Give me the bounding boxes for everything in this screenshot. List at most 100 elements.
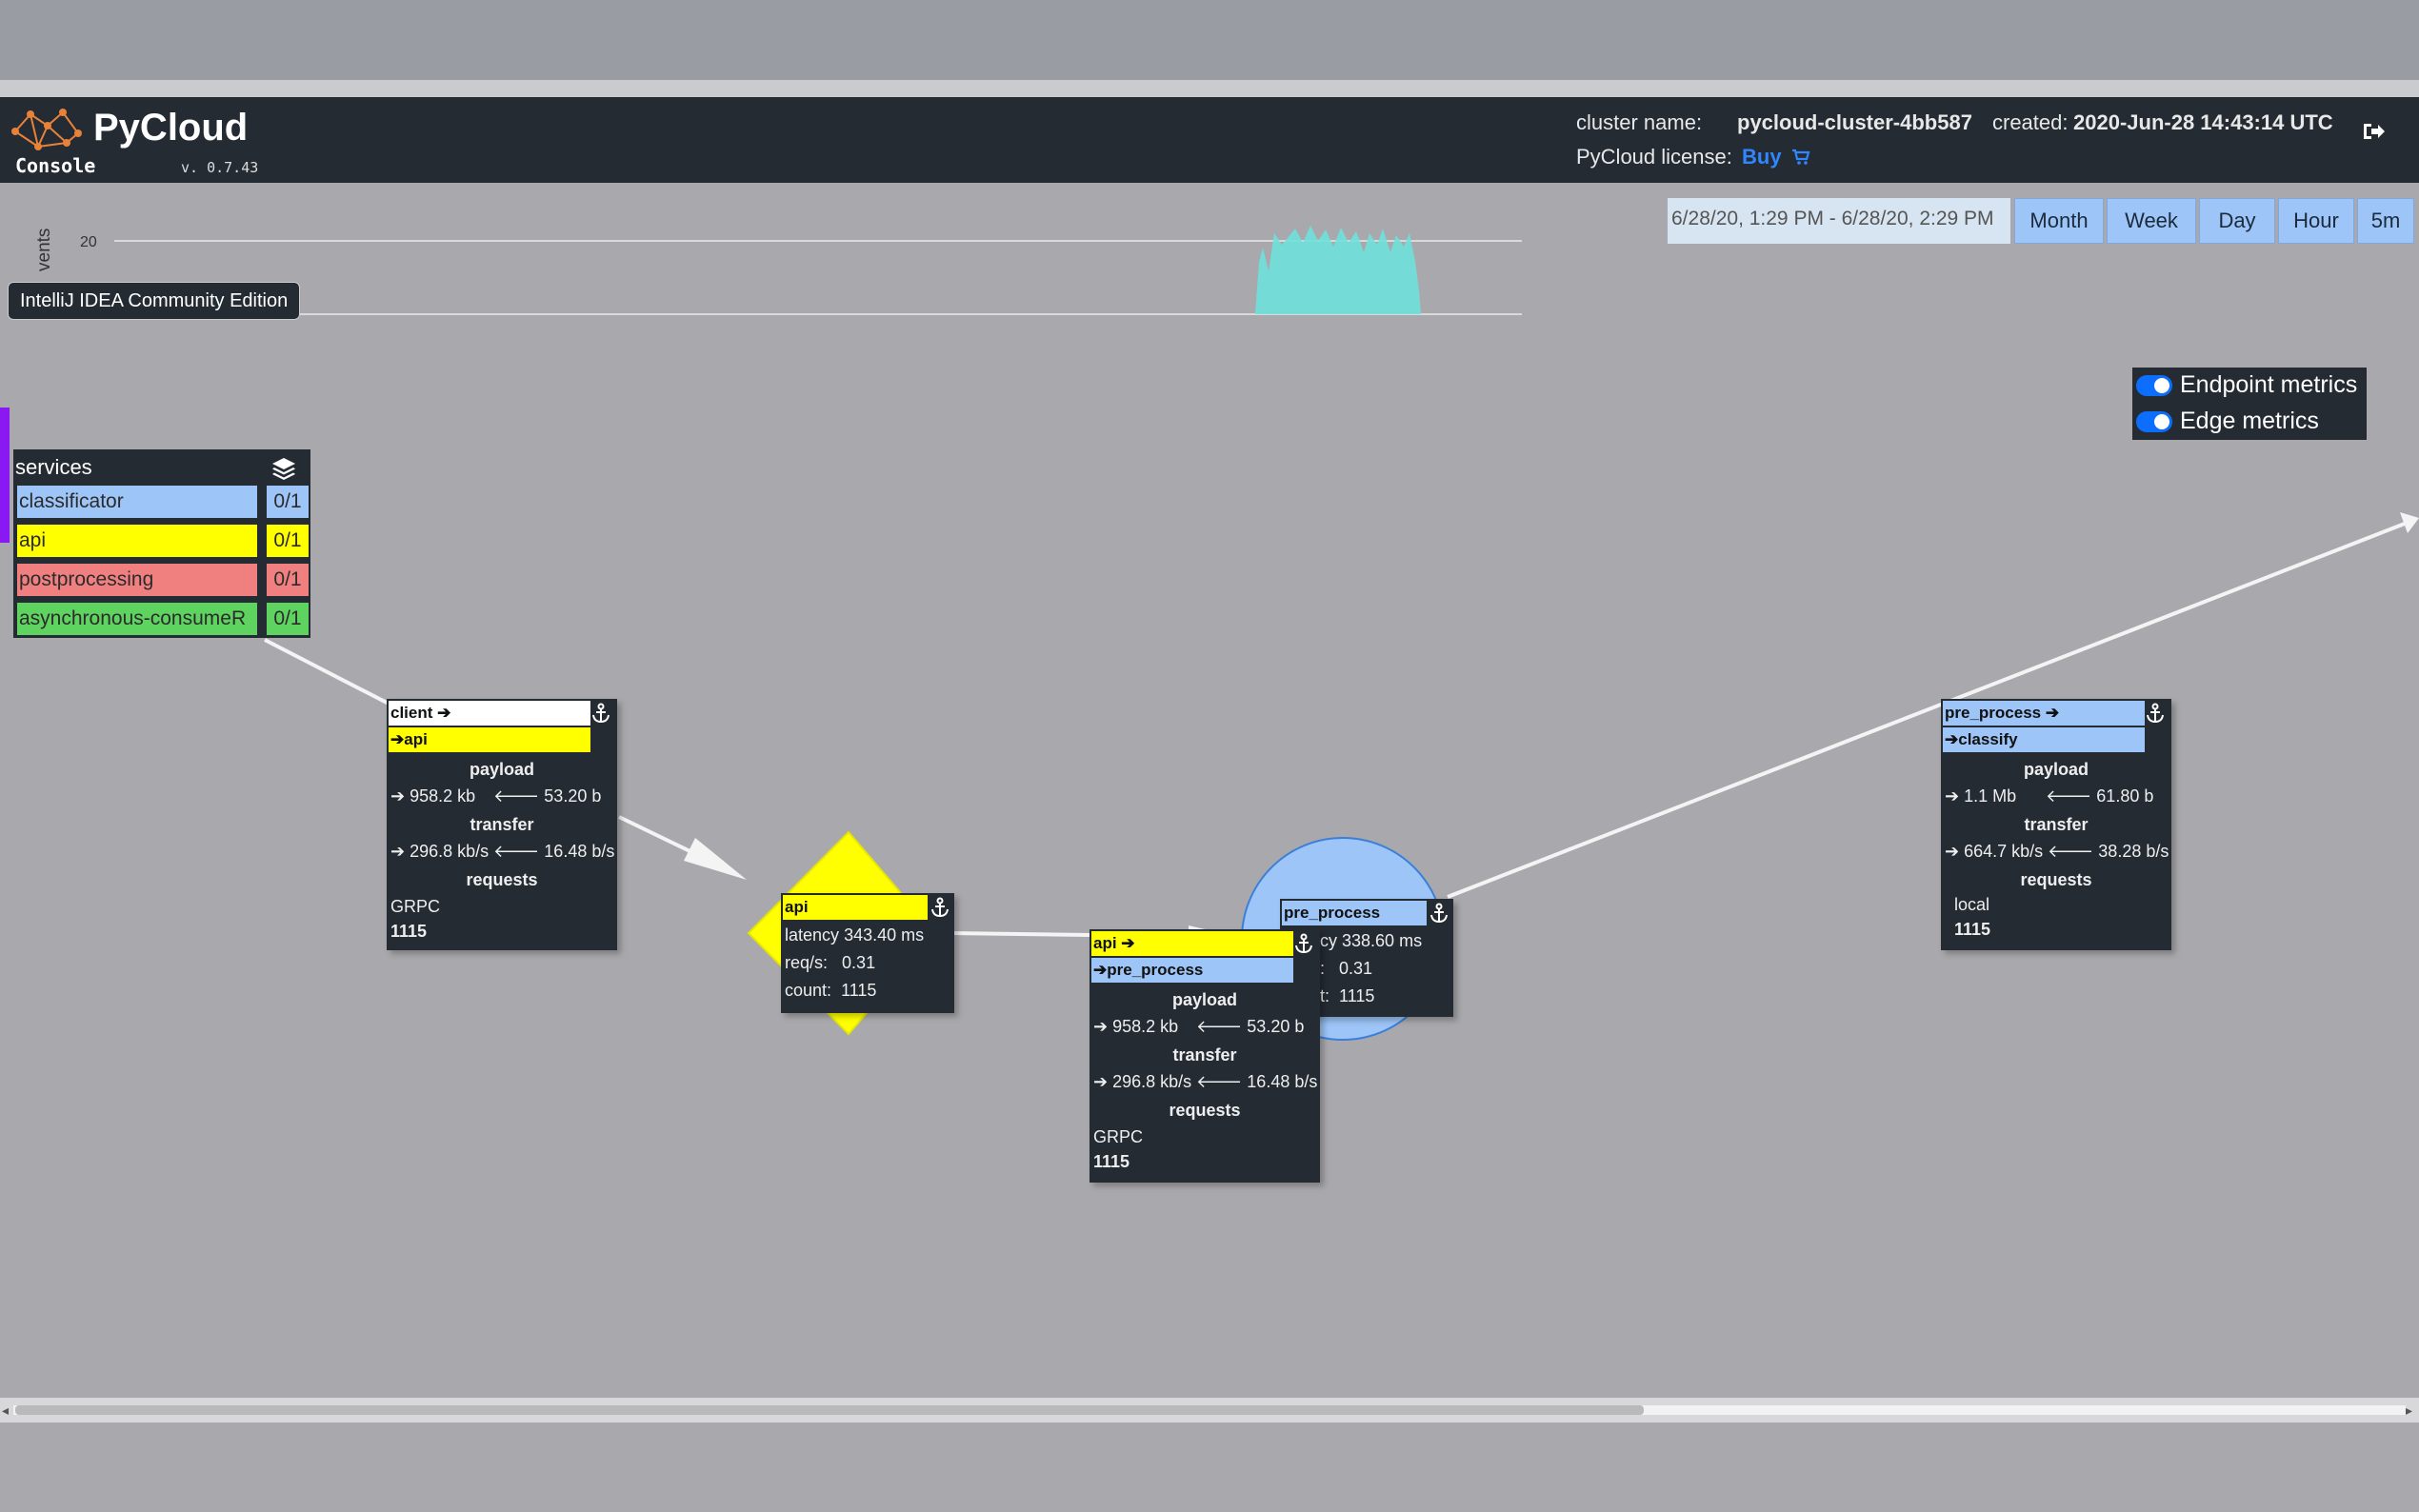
range-week-button[interactable]: Week [2107,198,2196,244]
transfer-out-value: 296.8 kb/s [410,842,490,861]
buy-license-link[interactable]: Buy [1742,145,1810,169]
events-area [1255,226,1421,314]
payload-in: 🡐 61.80 b [2046,786,2153,806]
requests-heading: requests [1169,1101,1241,1120]
count-label: t: [1320,986,1330,1005]
edge-metrics-switch[interactable] [2136,411,2172,432]
side-accent-bar [0,408,10,543]
edge-from-header: client ➔ [389,701,590,726]
payload-in-value: 53.20 b [1247,1017,1305,1036]
service-name[interactable]: asynchronous-consumeR [17,603,257,635]
network-logo-icon [11,109,82,150]
count-row: t: 1115 [1320,986,1374,1006]
edge-card-client-api[interactable]: client ➔ ➔api payload ➔ 958.2 kb 🡐 53.20… [387,699,617,950]
created-value: 2020-Jun-28 14:43:14 UTC [2073,110,2333,134]
top-divider [0,80,2419,97]
request-count: 1115 [390,922,428,941]
service-row[interactable]: asynchronous-consumeR 0/1 [17,603,309,637]
range-5m-button[interactable]: 5m [2357,198,2414,244]
edge-metrics-label: Edge metrics [2180,408,2319,434]
payload-out-value: 958.2 kb [410,786,476,806]
events-mini-chart: vents 20 [34,226,1522,315]
edge-card-pre-process-classify[interactable]: pre_process ➔ ➔classify payload ➔ 1.1 Mb… [1941,699,2171,950]
request-count: 1115 [1954,920,1991,939]
reqs-value: 0.31 [1339,959,1373,978]
anchor-icon[interactable] [1429,903,1449,924]
payload-out-value: 1.1 Mb [1964,786,2017,806]
horizontal-scrollbar[interactable]: ◂ ▸ [0,1398,2419,1422]
count-label: count: [785,981,832,1000]
latency-label: latency [785,925,840,945]
protocol-label: GRPC [1093,1127,1144,1146]
transfer-heading: transfer [470,815,534,834]
requests-heading: requests [466,870,538,889]
scroll-thumb[interactable] [15,1405,1644,1415]
anchor-icon[interactable] [2145,703,2166,724]
anchor-icon[interactable] [930,897,950,918]
scroll-right-icon[interactable]: ▸ [2406,1403,2413,1418]
edge-to-label: pre_process [1107,961,1204,979]
arrow-right-icon: ➔ [390,842,406,861]
service-row[interactable]: api 0/1 [17,525,309,559]
payload-in-value: 61.80 b [2096,786,2154,806]
bottom-area [0,1422,2419,1512]
services-panel: services classificator 0/1 api 0/1 postp… [13,449,310,638]
requests-heading: requests [2020,870,2092,889]
chart-ylabel: vents [34,229,54,271]
chart-ytick-20: 20 [80,234,97,250]
service-name[interactable]: api [17,525,257,557]
endpoint-metrics-toggle[interactable]: Endpoint metrics [2132,369,2367,404]
service-row[interactable]: postprocessing 0/1 [17,564,309,598]
edge-to-label: classify [1958,730,2018,748]
cluster-name-value: pycloud-cluster-4bb587 [1737,110,1972,134]
arrow-right-icon: ➔ [1945,730,1959,748]
scroll-left-icon[interactable]: ◂ [2,1403,10,1418]
latency-value: 343.40 ms [844,925,925,945]
service-name[interactable]: postprocessing [17,564,257,596]
service-name[interactable]: classificator [17,486,257,518]
payload-heading: payload [2023,760,2089,779]
arrow-right-icon: ➔ [1945,842,1960,861]
edge-arrow-pre-classify [2400,512,2419,533]
protocol-label: local [1954,895,1990,914]
range-hour-button[interactable]: Hour [2278,198,2354,244]
brand-name: PyCloud [93,107,249,149]
range-month-button[interactable]: Month [2014,198,2104,244]
payload-heading: payload [469,760,535,779]
edge-from-label: pre_process [1945,704,2042,722]
date-range-display[interactable]: 6/28/20, 1:29 PM - 6/28/20, 2:29 PM [1668,198,2010,244]
count-value: 1115 [841,981,877,1000]
edge-metrics-toggle[interactable]: Edge metrics [2132,406,2367,440]
edge-to-header: ➔pre_process [1091,958,1293,983]
transfer-out: ➔ 664.7 kb/s [1945,842,2043,862]
anchor-icon[interactable] [1293,933,1314,954]
transfer-in: 🡐 38.28 b/s [2048,842,2169,862]
range-day-button[interactable]: Day [2199,198,2275,244]
transfer-out-value: 296.8 kb/s [1112,1072,1192,1091]
layers-icon[interactable] [270,455,297,482]
anchor-icon[interactable] [590,703,611,724]
reqs-row: : 0.31 [1320,959,1372,979]
edge-line-pre-classify [1447,520,2410,899]
reqs-value: 0.31 [842,953,876,972]
payload-in: 🡐 53.20 b [1196,1017,1304,1037]
service-row[interactable]: classificator 0/1 [17,486,309,520]
arrow-right-icon: ➔ [1945,786,1960,806]
latency-row: latency 343.40 ms [785,925,924,945]
arrow-right-icon: ➔ [437,704,451,722]
transfer-out: ➔ 296.8 kb/s [390,842,489,862]
endpoint-metrics-switch[interactable] [2136,375,2172,396]
arrow-left-icon: 🡐 [2048,842,2094,861]
arrow-right-icon: ➔ [2045,704,2060,722]
transfer-in: 🡐 16.48 b/s [1196,1072,1317,1092]
edge-card-api-pre-process[interactable]: api ➔ ➔pre_process payload ➔ 958.2 kb 🡐 … [1090,929,1320,1183]
request-count: 1115 [1093,1152,1130,1171]
edge-from-label: client [390,704,433,722]
payload-in: 🡐 53.20 b [493,786,601,806]
sign-out-icon[interactable] [2360,118,2387,145]
transfer-heading: transfer [1172,1045,1237,1064]
node-card-api[interactable]: api latency 343.40 ms req/s: 0.31 count:… [781,893,954,1013]
edge-line-services-client [264,638,391,706]
arrow-right-icon: ➔ [390,786,406,806]
protocol-label: GRPC [390,897,441,916]
